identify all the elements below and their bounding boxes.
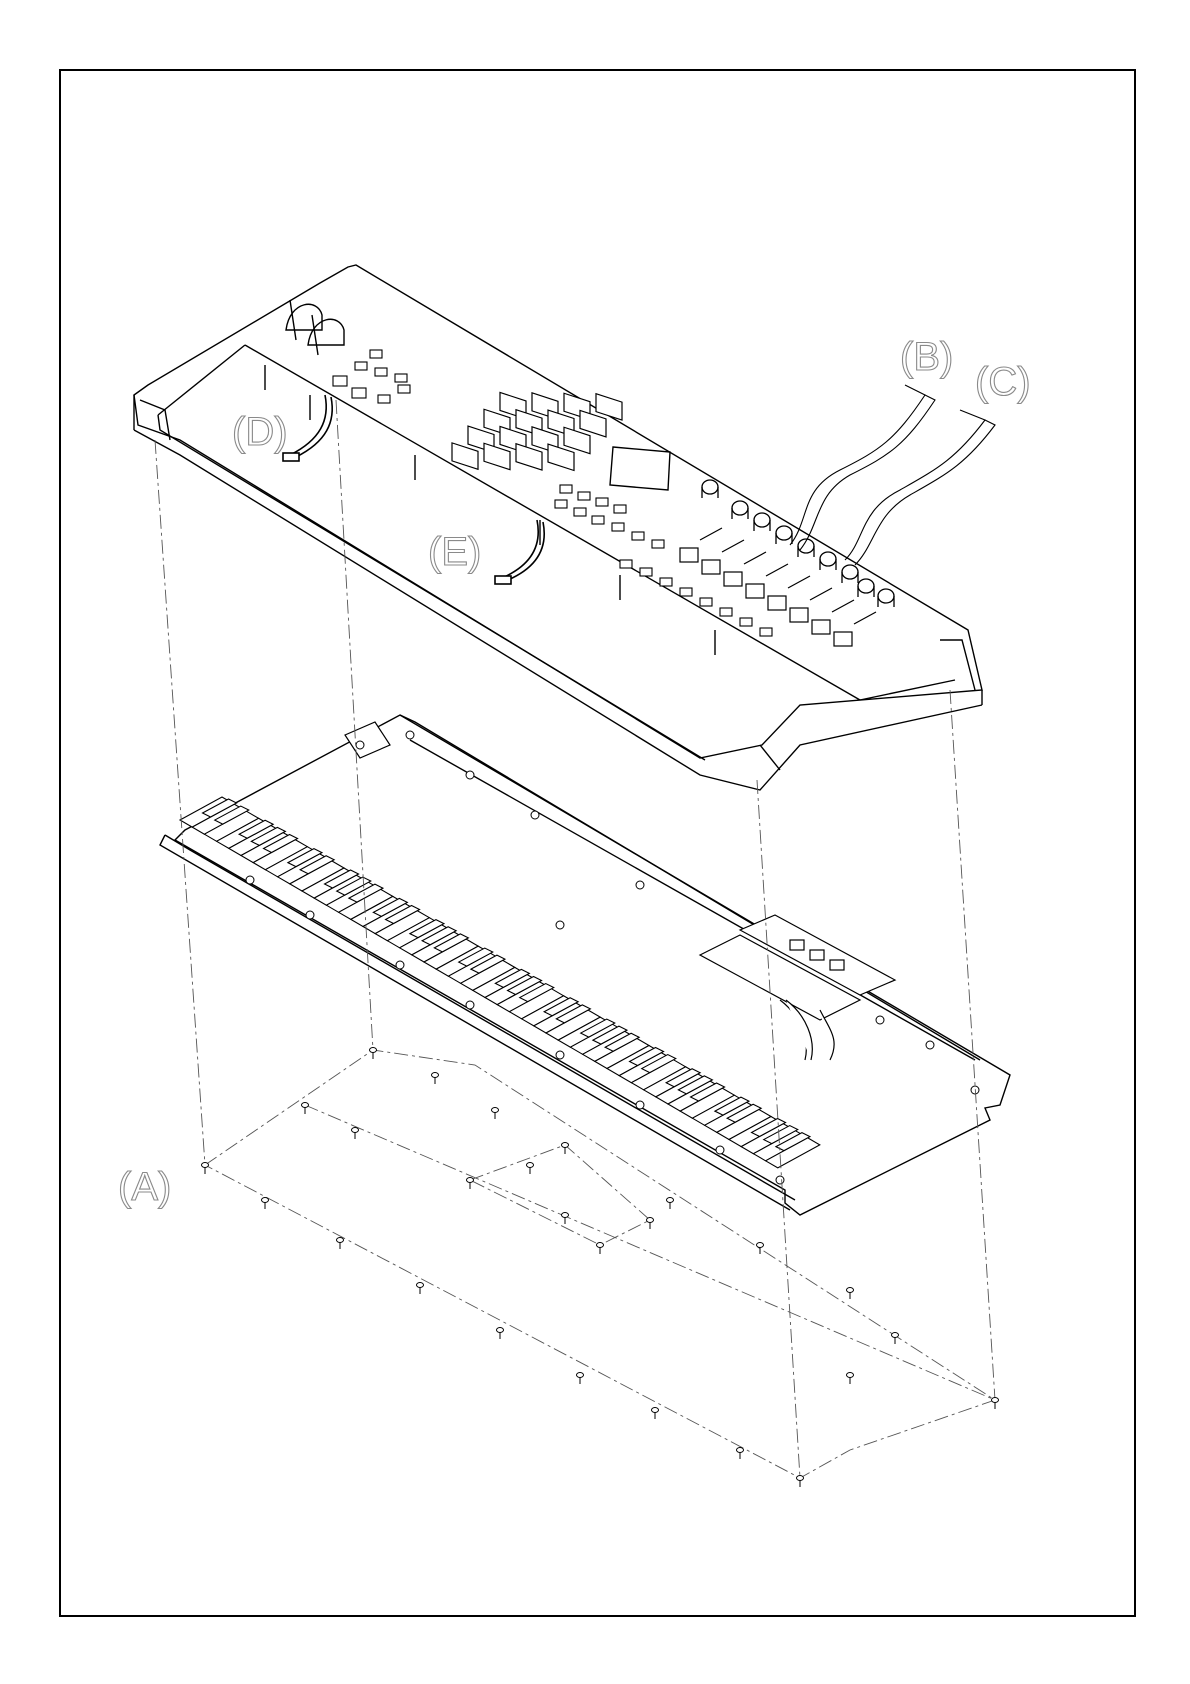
keybed-chassis xyxy=(160,715,1010,1215)
screw xyxy=(497,1328,504,1333)
callout-a: (A) xyxy=(118,1165,171,1209)
main-pcb xyxy=(700,915,895,1060)
screw xyxy=(527,1163,534,1168)
screw xyxy=(652,1408,659,1413)
screw xyxy=(417,1283,424,1288)
screw xyxy=(492,1108,499,1113)
screw xyxy=(757,1243,764,1248)
screw xyxy=(202,1163,209,1168)
assembly-phantom-lines xyxy=(155,400,995,1478)
faders xyxy=(680,528,876,646)
screw xyxy=(597,1243,604,1248)
small-pcb xyxy=(345,722,390,758)
screw xyxy=(797,1476,804,1481)
callout-c: (C) xyxy=(975,360,1031,404)
screw xyxy=(302,1103,309,1108)
screw xyxy=(892,1333,899,1338)
callout-d: (D) xyxy=(232,410,288,454)
top-case xyxy=(134,265,982,790)
drum-pads xyxy=(452,392,622,470)
bottom-screws xyxy=(202,1048,999,1488)
piano-keys xyxy=(180,797,820,1168)
callout-b: (B) xyxy=(900,335,953,379)
screw xyxy=(847,1288,854,1293)
screw xyxy=(562,1143,569,1148)
screw xyxy=(647,1218,654,1223)
ribbon-cables xyxy=(790,385,995,565)
screw xyxy=(352,1128,359,1133)
screw xyxy=(667,1198,674,1203)
callout-e: (E) xyxy=(428,530,481,574)
screw xyxy=(262,1198,269,1203)
screw xyxy=(337,1238,344,1243)
screw xyxy=(562,1213,569,1218)
screw xyxy=(370,1048,377,1053)
screw xyxy=(737,1448,744,1453)
screw xyxy=(577,1373,584,1378)
chassis-screw-holes xyxy=(246,731,979,1184)
screw xyxy=(847,1373,854,1378)
screw xyxy=(467,1178,474,1183)
screw xyxy=(992,1398,999,1403)
screw xyxy=(432,1073,439,1078)
rotary-knobs xyxy=(702,480,894,607)
